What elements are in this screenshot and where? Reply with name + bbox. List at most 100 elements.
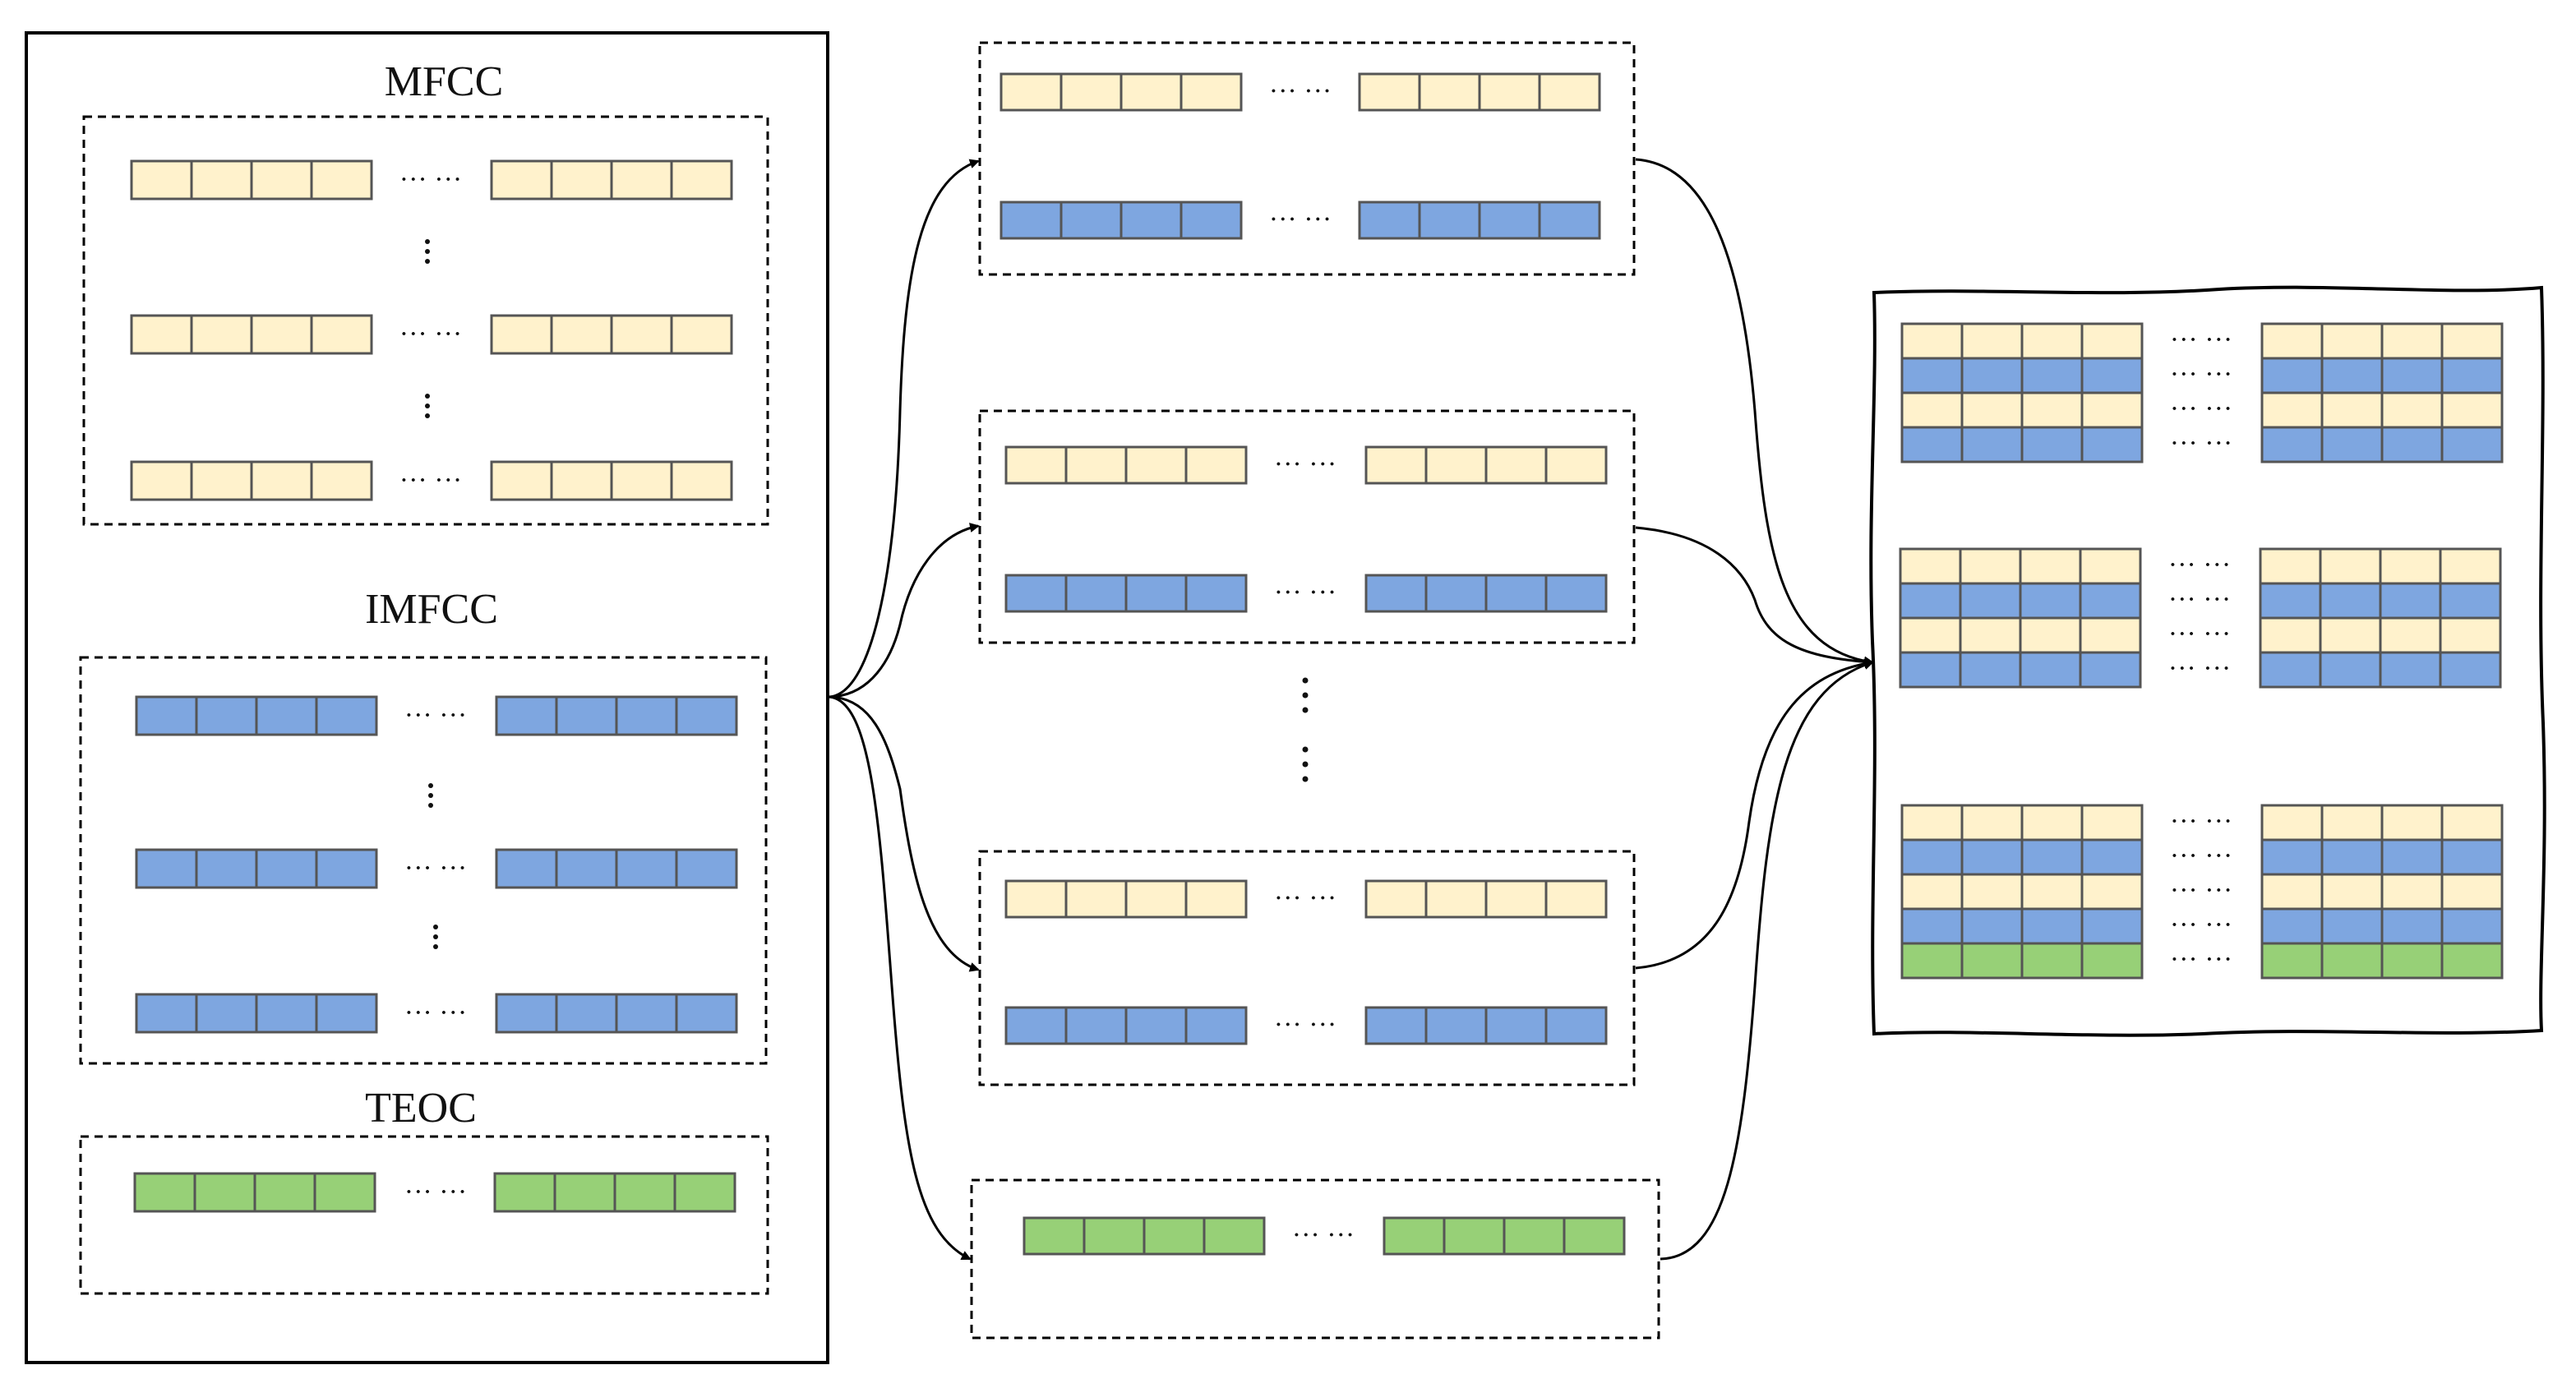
- feature-cell: [2019, 616, 2082, 654]
- feature-cell: [2440, 907, 2504, 945]
- feature-cell: [255, 993, 318, 1034]
- mfcc-group: [82, 115, 769, 526]
- horizontal-ellipsis: ··· ···: [404, 700, 467, 731]
- feature-cell: [2379, 582, 2442, 620]
- fusion1-imfcc-row-right: [1358, 201, 1601, 240]
- imfcc-row-left: [135, 848, 378, 889]
- horizontal-ellipsis: ··· ···: [2168, 550, 2231, 580]
- output-block3-row-right: [2260, 804, 2504, 842]
- imfcc-label: IMFCC: [365, 586, 498, 633]
- feature-cell: [2080, 942, 2144, 980]
- vertical-ellipsis-icon: [425, 394, 430, 418]
- mfcc-row-right: [490, 460, 733, 501]
- feature-cell: [1358, 72, 1421, 112]
- feature-cell: [2020, 391, 2084, 429]
- feature-cell: [1004, 574, 1068, 613]
- teoc-label: TEOC: [365, 1085, 477, 1132]
- feature-cell: [1899, 651, 1962, 689]
- horizontal-ellipsis: ··· ···: [2168, 619, 2231, 649]
- vertical-ellipsis-icon: [433, 925, 438, 949]
- feature-cell: [1960, 391, 2024, 429]
- feature-cell: [2260, 322, 2324, 360]
- output-block1-row-right: [2260, 426, 2504, 463]
- fusion-group-teoc: [970, 1178, 1660, 1340]
- split-connectors: [827, 159, 980, 1261]
- feature-cell: [255, 848, 318, 889]
- fusion3-mfcc-row-right: [1364, 879, 1608, 919]
- feature-cell: [1424, 879, 1488, 919]
- feature-cell: [1484, 1006, 1548, 1045]
- horizontal-ellipsis: ··· ···: [399, 164, 462, 195]
- feature-cell: [250, 460, 313, 501]
- feature-cell: [2440, 838, 2504, 876]
- feature-cell: [2260, 426, 2324, 463]
- output-block3-row-left: [1900, 838, 2144, 876]
- feature-cell: [2320, 907, 2384, 945]
- horizontal-ellipsis: ··· ···: [1274, 578, 1336, 608]
- feature-cell: [2019, 582, 2082, 620]
- horizontal-ellipsis: ··· ···: [1292, 1220, 1355, 1251]
- feature-cell: [1959, 616, 2022, 654]
- feature-cell: [2020, 804, 2084, 842]
- feature-cell: [1418, 72, 1481, 112]
- feature-cell: [1959, 582, 2022, 620]
- feature-cell: [2380, 942, 2444, 980]
- output-block2-row-left: [1899, 616, 2142, 654]
- mfcc-row-right: [490, 159, 733, 201]
- feature-cell: [2320, 804, 2384, 842]
- feature-cell: [250, 314, 313, 355]
- fusion2-imfcc-row-right: [1364, 574, 1608, 613]
- horizontal-ellipsis: ··· ···: [399, 319, 462, 349]
- feature-cell: [495, 993, 558, 1034]
- feature-cell: [1424, 574, 1488, 613]
- feature-cell: [2319, 547, 2382, 585]
- feature-cell: [673, 1172, 736, 1213]
- output-block1-row-left: [1900, 391, 2144, 429]
- feature-cell: [550, 314, 613, 355]
- output-block3-row-right: [2260, 942, 2504, 980]
- feature-cell: [1418, 201, 1481, 240]
- feature-cell: [490, 460, 553, 501]
- feature-cell: [1899, 547, 1962, 585]
- horizontal-ellipsis: ··· ···: [2170, 428, 2232, 459]
- feature-cell: [1959, 651, 2022, 689]
- fusion3-mfcc-row-left: [1004, 879, 1248, 919]
- feature-cell: [675, 848, 738, 889]
- feature-cell: [2080, 322, 2144, 360]
- feature-cell: [1900, 357, 1964, 394]
- horizontal-ellipsis: ··· ···: [1274, 883, 1336, 914]
- feature-cell: [1900, 391, 1964, 429]
- feature-cell: [1064, 445, 1128, 485]
- feature-cell: [1059, 201, 1123, 240]
- feature-cell: [1004, 879, 1068, 919]
- feature-cell: [2380, 838, 2444, 876]
- output-block2-row-right: [2259, 547, 2502, 585]
- feature-cell: [495, 695, 558, 736]
- feature-cell: [670, 159, 733, 201]
- feature-cell: [2079, 547, 2142, 585]
- feature-cell: [1484, 879, 1548, 919]
- feature-cell: [310, 314, 373, 355]
- feature-cell: [2440, 804, 2504, 842]
- feature-cell: [255, 695, 318, 736]
- feature-cell: [2260, 357, 2324, 394]
- fusion2-imfcc-row-left: [1004, 574, 1248, 613]
- feature-cell: [1424, 1006, 1488, 1045]
- feature-cell: [2260, 907, 2324, 945]
- feature-cell: [2379, 616, 2442, 654]
- feature-cell: [2260, 838, 2324, 876]
- feature-cell: [2079, 582, 2142, 620]
- feature-cell: [130, 314, 193, 355]
- feature-cell: [2020, 838, 2084, 876]
- feature-cell: [2079, 616, 2142, 654]
- feature-cell: [1960, 322, 2024, 360]
- horizontal-ellipsis: ··· ···: [2168, 653, 2231, 684]
- feature-cell: [2020, 942, 2084, 980]
- feature-cell: [610, 314, 673, 355]
- feature-cell: [490, 314, 553, 355]
- feature-cell: [2380, 357, 2444, 394]
- fusion-group-3: [978, 850, 1636, 1086]
- feature-cell: [2020, 426, 2084, 463]
- feature-cell: [2259, 582, 2322, 620]
